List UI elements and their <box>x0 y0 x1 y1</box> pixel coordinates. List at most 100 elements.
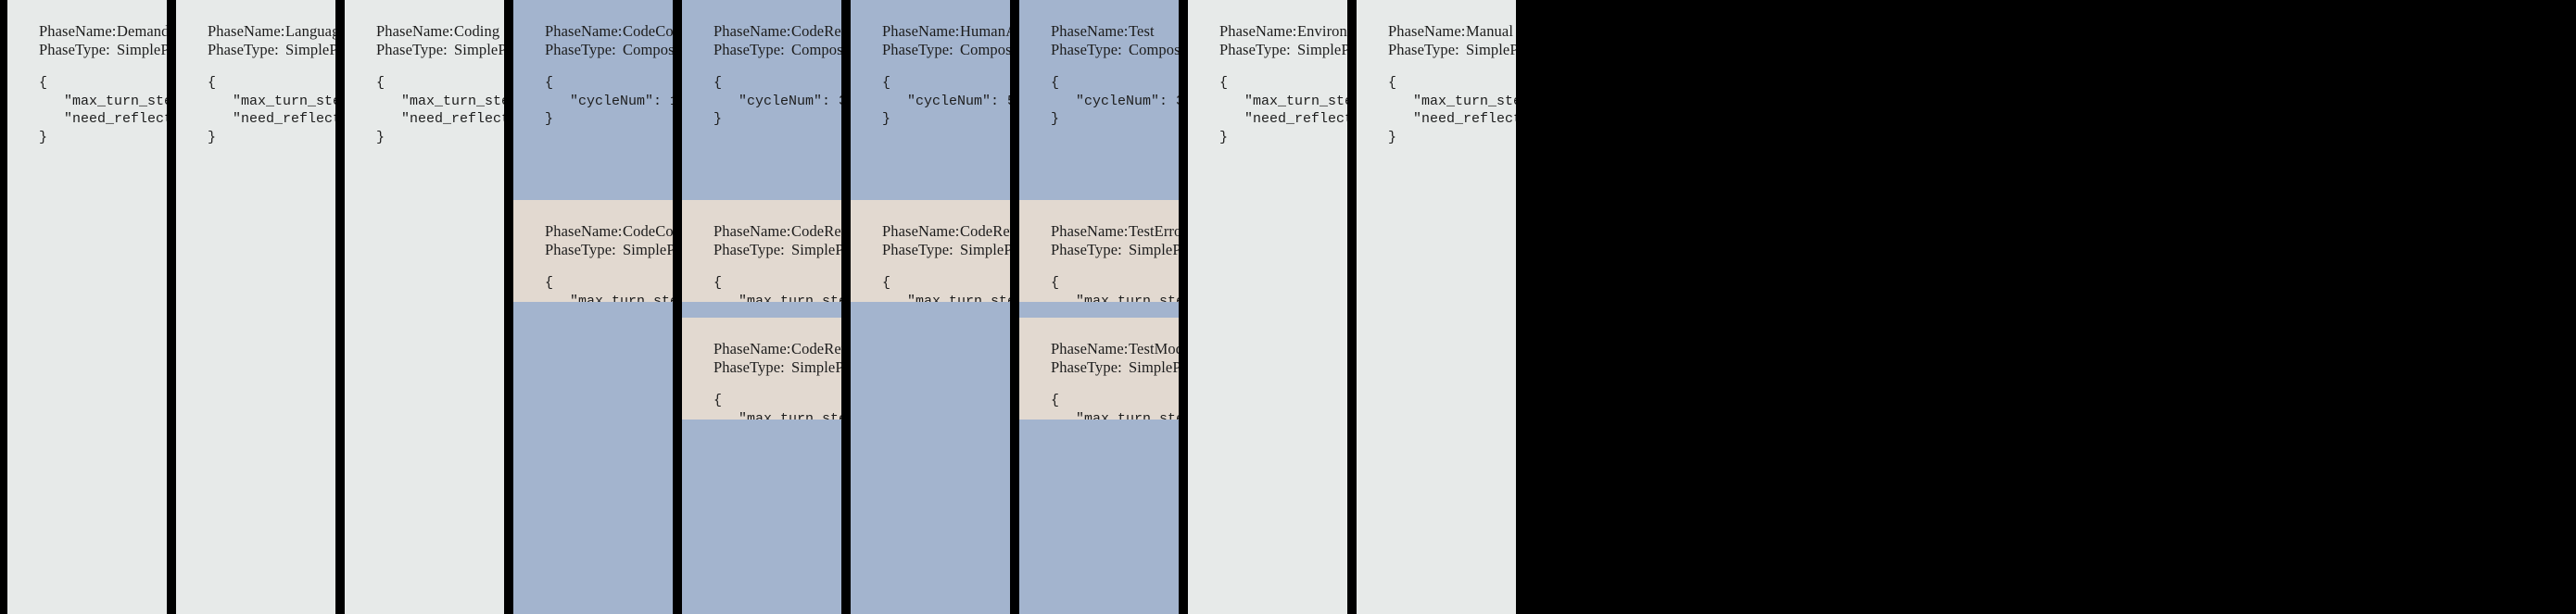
simple-phase-card[interactable]: PhaseName:EnvironmentDocPhaseType:Simple… <box>1188 0 1347 614</box>
col-code-review[interactable]: PhaseName:CodeReviewPhaseType:ComposedPh… <box>682 0 841 614</box>
phase-type-row: PhaseType: ComposedPhase <box>1051 41 1179 59</box>
column-divider <box>167 0 176 614</box>
phase-name-value: CodeCompleteAll <box>623 22 673 40</box>
phase-type-value: SimplePhase <box>1129 358 1179 376</box>
phase-name-row: PhaseName:Manual <box>1388 22 1516 41</box>
phase-name-label: PhaseName: <box>1051 222 1129 240</box>
phase-name-value: CodeReviewComment <box>791 222 841 240</box>
col-human-agent-interaction[interactable]: PhaseName:HumanAgentInteractionPhaseType… <box>851 0 1010 614</box>
phase-name-label: PhaseName: <box>208 22 285 40</box>
sub-phase-card[interactable]: PhaseName:CodeReviewCommentPhaseType: Sim… <box>682 200 841 302</box>
phase-type-value: SimplePhase <box>1129 241 1179 258</box>
column-divider <box>841 0 851 614</box>
column-divider <box>673 0 682 614</box>
phase-name-label: PhaseName: <box>713 222 791 240</box>
phase-type-label: PhaseType: <box>545 241 616 258</box>
phase-config-json: { "max_turn_step": 1, "need_reflect": "F… <box>882 275 1010 302</box>
phase-type-value: SimplePhase <box>791 241 841 258</box>
phase-type-value: SimplePhase <box>960 241 1010 258</box>
phase-type-label: PhaseType: <box>208 41 279 58</box>
phase-name-label: PhaseName: <box>882 222 960 240</box>
phase-type-row: PhaseType: SimplePhase <box>1388 41 1516 59</box>
column-divider <box>504 0 513 614</box>
composed-phase-card[interactable]: PhaseName:CodeReviewPhaseType:ComposedPh… <box>682 0 841 200</box>
sub-phase-card[interactable]: PhaseName:CodeReviewModificationPhaseTyp… <box>682 318 841 420</box>
phase-type-label: PhaseType: <box>376 41 448 58</box>
phase-config-json: { "max_turn_step": -1, "need_reflect": "… <box>39 75 167 145</box>
sub-phase-card[interactable]: PhaseName:TestModificationPhaseType:Simp… <box>1019 318 1179 420</box>
composed-phase-body-spacer <box>1019 302 1179 318</box>
phase-name-row: PhaseName:CodeReview <box>713 22 841 41</box>
phase-name-label: PhaseName: <box>545 222 623 240</box>
phase-name-value: HumanAgentInteraction <box>960 22 1010 40</box>
composed-phase-body-spacer <box>682 420 841 614</box>
phase-type-label: PhaseType: <box>713 358 785 376</box>
phase-type-label: PhaseType: <box>1051 41 1122 58</box>
phase-type-value: ComposedPhase <box>1129 41 1179 58</box>
phase-type-row: PhaseType: SimplePhase <box>713 241 841 259</box>
col-language-choose[interactable]: PhaseName:LanguageChoosePhaseType: Simple… <box>176 0 335 614</box>
phase-name-row: PhaseName:CodeReviewModification <box>713 340 841 358</box>
column-divider <box>335 0 345 614</box>
phase-type-value: ComposedPhase <box>791 41 841 58</box>
col-demand-analysis[interactable]: PhaseName:DemandAnalysisPhaseType:Simple… <box>7 0 167 614</box>
phase-type-row: PhaseType:ComposedPhase <box>713 41 841 59</box>
phase-name-row: PhaseName:CodeCompleteAll <box>545 22 673 41</box>
phase-type-label: PhaseType: <box>1051 358 1122 376</box>
phase-type-value: SimplePhase <box>1466 41 1516 58</box>
phase-type-label: PhaseType: <box>545 41 616 58</box>
phase-type-row: PhaseType:SimplePhase <box>1051 241 1179 259</box>
phase-name-value: EnvironmentDoc <box>1297 22 1347 40</box>
phase-type-label: PhaseType: <box>882 241 953 258</box>
phase-type-value: SimplePhase <box>1297 41 1347 58</box>
phase-type-row: PhaseType:SimplePhase <box>39 41 167 59</box>
composed-phase-card[interactable]: PhaseName:CodeCompleteAllPhaseType:Compo… <box>513 0 673 200</box>
phase-name-value: TestErrorSummary <box>1129 222 1179 240</box>
composed-phase-body-spacer <box>682 302 841 318</box>
phase-name-label: PhaseName: <box>1219 22 1297 40</box>
phase-type-label: PhaseType: <box>1219 41 1291 58</box>
composed-phase-body-spacer <box>513 302 673 614</box>
phase-name-value: Manual <box>1466 22 1514 40</box>
sub-phase-card[interactable]: PhaseName:CodeReviewHumanPhaseType:Simpl… <box>851 200 1010 302</box>
phase-type-label: PhaseType: <box>882 41 953 58</box>
col-code-complete-all[interactable]: PhaseName:CodeCompleteAllPhaseType:Compo… <box>513 0 673 614</box>
phase-name-label: PhaseName: <box>713 340 791 357</box>
phase-name-value: CodeReview <box>791 22 841 40</box>
phase-name-label: PhaseName: <box>713 22 791 40</box>
phase-config-json: { "cycleNum": 3 } <box>1051 75 1179 127</box>
phase-config-json: { "max_turn_step": 1, "need_reflect": "F… <box>376 75 504 145</box>
phase-type-value: SimplePhase <box>454 41 504 58</box>
phase-name-row: PhaseName:HumanAgentInteraction <box>882 22 1010 41</box>
phase-name-value: CodeComplete <box>623 222 673 240</box>
phase-name-row: PhaseName:DemandAnalysis <box>39 22 167 41</box>
phase-name-label: PhaseName: <box>39 22 117 40</box>
simple-phase-card[interactable]: PhaseName:LanguageChoosePhaseType: Simple… <box>176 0 335 614</box>
column-divider <box>1010 0 1019 614</box>
phase-type-value: ComposedPhase <box>960 41 1010 58</box>
phase-type-value: SimplePhase <box>285 41 335 58</box>
column-divider <box>1179 0 1188 614</box>
phase-name-row: PhaseName:EnvironmentDoc <box>1219 22 1347 41</box>
composed-phase-card[interactable]: PhaseName:HumanAgentInteractionPhaseType… <box>851 0 1010 200</box>
simple-phase-card[interactable]: PhaseName:DemandAnalysisPhaseType:Simple… <box>7 0 167 614</box>
phase-name-value: TestModification <box>1129 340 1179 357</box>
phase-type-row: PhaseType: SimplePhase <box>1051 358 1179 377</box>
column-divider <box>1347 0 1357 614</box>
sub-phase-card[interactable]: PhaseName:TestErrorSummaryPhaseType:Simp… <box>1019 200 1179 302</box>
phase-name-row: PhaseName:LanguageChoose <box>208 22 335 41</box>
sub-phase-card[interactable]: PhaseName:CodeCompletePhaseType:SimplePh… <box>513 200 673 302</box>
composed-phase-body-spacer <box>851 302 1010 614</box>
phase-type-label: PhaseType: <box>1388 41 1459 58</box>
phase-config-json: { "cycleNum": 5 } <box>882 75 1010 127</box>
phase-config-json: { "max_turn_step": 1, "need_reflect": "F… <box>545 275 673 302</box>
phase-type-label: PhaseType: <box>713 241 785 258</box>
col-environment-doc[interactable]: PhaseName:EnvironmentDocPhaseType:Simple… <box>1188 0 1347 614</box>
